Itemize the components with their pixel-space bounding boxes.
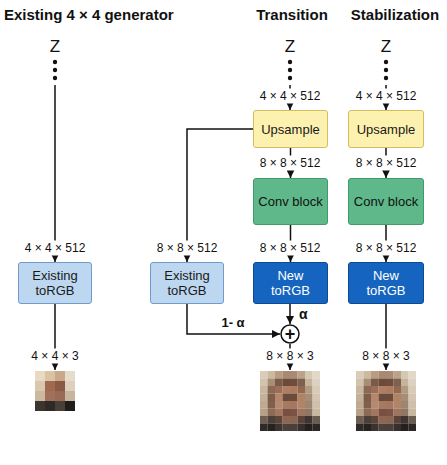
node-label: Conv block xyxy=(354,194,418,209)
conv-box: Conv block xyxy=(348,178,424,225)
torgb-box: Existing toRGB xyxy=(18,262,92,304)
tensor-shape: 8 × 8 × 512 xyxy=(258,156,323,171)
tensor-shape: 8 × 8 × 512 xyxy=(354,156,419,171)
node-label: Upsample xyxy=(261,122,320,137)
pixel xyxy=(35,371,45,381)
pixel xyxy=(65,401,75,411)
sum-symbol: + xyxy=(285,325,296,343)
pixel xyxy=(45,381,55,391)
ellipsis-dot xyxy=(53,68,57,72)
latent-input: Z xyxy=(48,39,62,54)
pixel xyxy=(35,391,45,401)
node-label: Existing toRGB xyxy=(25,268,85,298)
connector-arrow xyxy=(289,304,291,324)
blend-weight: α xyxy=(297,307,310,322)
pixel xyxy=(35,381,45,391)
pixel-image xyxy=(356,371,416,431)
ellipsis-dot xyxy=(384,68,388,72)
pixel xyxy=(45,401,55,411)
ellipsis-dot xyxy=(288,60,292,64)
pixel xyxy=(65,391,75,401)
tensor-shape: 8 × 8 × 512 xyxy=(155,241,220,256)
torgb-box: New toRGB xyxy=(253,262,328,304)
pixel xyxy=(55,371,65,381)
tensor-shape: 8 × 8 × 512 xyxy=(258,241,323,256)
node-label: Upsample xyxy=(357,122,416,137)
latent-input: Z xyxy=(283,39,297,54)
node-label: New toRGB xyxy=(356,268,416,298)
ellipsis-dot xyxy=(53,76,57,80)
sum-node: + xyxy=(280,324,300,344)
tensor-shape: 4 × 4 × 3 xyxy=(29,349,80,364)
node-label: Existing toRGB xyxy=(157,268,217,298)
latent-input: Z xyxy=(379,39,393,54)
pixel xyxy=(45,391,55,401)
pixel xyxy=(55,401,65,411)
tensor-shape: 4 × 4 × 512 xyxy=(258,89,323,104)
tensor-shape: 4 × 4 × 512 xyxy=(23,241,88,256)
pixel-image xyxy=(35,371,75,411)
pixel xyxy=(65,371,75,381)
column-heading: Existing 4 × 4 generator xyxy=(2,7,176,22)
pixel xyxy=(55,391,65,401)
ellipsis-dot xyxy=(53,60,57,64)
torgb-box: Existing toRGB xyxy=(150,262,224,304)
upsample-box: Upsample xyxy=(348,110,424,148)
tensor-shape: 8 × 8 × 3 xyxy=(360,349,411,364)
column-heading: Stabilization xyxy=(349,7,441,22)
node-label: Conv block xyxy=(258,194,322,209)
flow-arrow xyxy=(54,85,56,262)
ellipsis-dot xyxy=(288,68,292,72)
pixel-image xyxy=(260,371,320,431)
tensor-shape: 4 × 4 × 512 xyxy=(354,89,419,104)
connector-arrow xyxy=(187,304,280,334)
blend-weight: 1- α xyxy=(219,315,246,330)
sum-circle xyxy=(281,325,299,343)
pixel xyxy=(65,381,75,391)
pixel xyxy=(55,381,65,391)
ellipsis-dot xyxy=(384,76,388,80)
node-label: New toRGB xyxy=(261,268,321,298)
tensor-shape: 8 × 8 × 3 xyxy=(264,349,315,364)
ellipsis-dot xyxy=(288,76,292,80)
conv-box: Conv block xyxy=(253,178,328,225)
ellipsis-dot xyxy=(384,60,388,64)
column-heading: Transition xyxy=(254,7,330,22)
torgb-box: New toRGB xyxy=(348,262,424,304)
upsample-box: Upsample xyxy=(253,110,328,148)
pixel xyxy=(35,401,45,411)
tensor-shape: 8 × 8 × 512 xyxy=(354,241,419,256)
pixel xyxy=(45,371,55,381)
